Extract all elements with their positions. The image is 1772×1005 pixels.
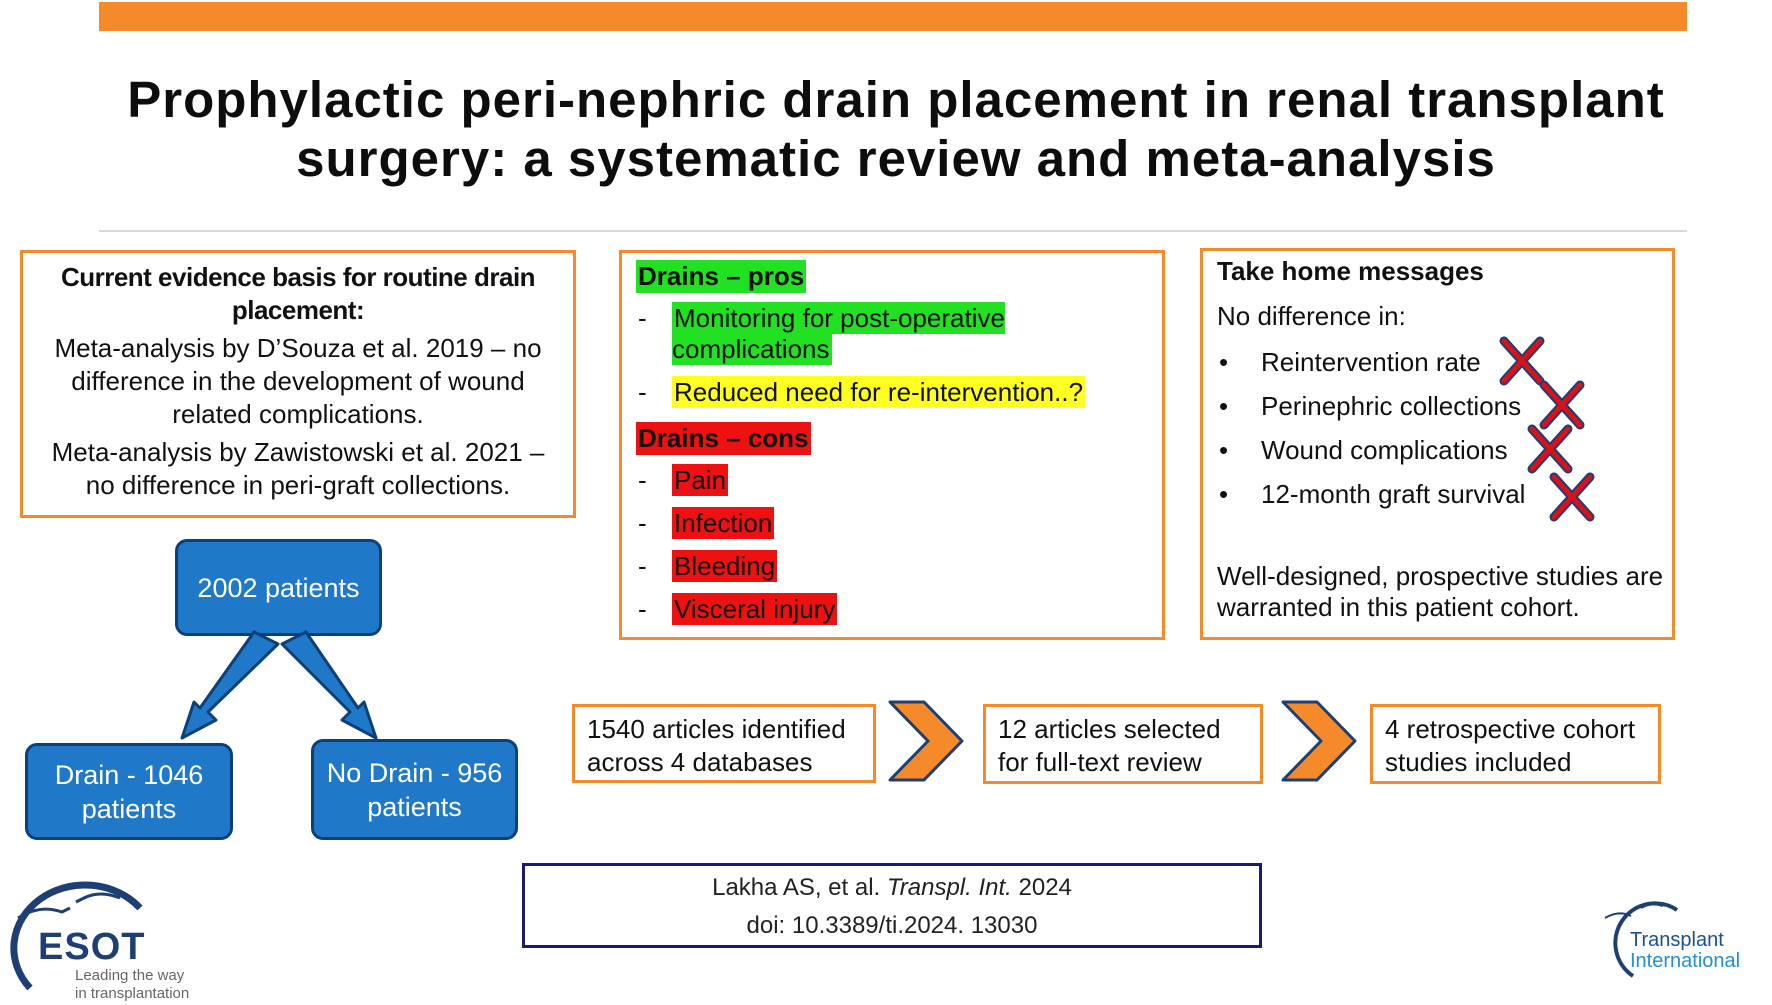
cross-icon [1539, 380, 1585, 430]
citation-journal: Transpl. Int. [886, 874, 1012, 901]
citation-year: 2024 [1018, 874, 1072, 901]
list-item: Reintervention rate [1217, 336, 1658, 386]
page-title: Prophylactic peri-nephric drain placemen… [60, 70, 1732, 188]
arrow-left-icon [180, 630, 280, 740]
cross-icon [1499, 336, 1545, 386]
flow-step-1-label: 1540 articles identified across 4 databa… [587, 714, 846, 777]
citation-doi: doi: 10.3389/ti.2024. 13030 [746, 912, 1038, 939]
list-item: Bleeding [636, 550, 1148, 582]
list-item: Monitoring for post-operative complicati… [636, 302, 1148, 365]
drain-patients-label: Drain - 1046 patients [54, 759, 204, 824]
flow-step-3-label: 4 retrospective cohort studies included [1385, 714, 1636, 777]
chevron-right-icon [888, 700, 964, 782]
transplant-international-wordmark: Transplant International [1630, 929, 1741, 972]
evidence-paragraph-1: Meta-analysis by D’Souza et al. 2019 – n… [54, 333, 542, 429]
list-item: Perinephric collections [1217, 380, 1658, 430]
citation-authors: Lakha AS, et al. [712, 874, 881, 901]
flow-step-2: 12 articles selected for full-text revie… [983, 704, 1263, 784]
list-item: Reduced need for re-intervention..? [636, 376, 1148, 408]
list-item: Pain [636, 464, 1148, 496]
evidence-box: Current evidence basis for routine drain… [20, 250, 576, 518]
evidence-heading: Current evidence basis for routine drain… [60, 262, 536, 325]
citation-box: Lakha AS, et al. Transpl. Int. 2024 doi:… [522, 863, 1262, 948]
list-item: Wound complications [1217, 424, 1658, 474]
transplant-international-logo-icon [1604, 901, 1679, 978]
chevron-right-icon [1281, 700, 1357, 782]
arrow-right-icon [280, 630, 378, 740]
flow-step-2-label: 12 articles selected for full-text revie… [998, 714, 1221, 777]
total-patients-box: 2002 patients [175, 539, 382, 636]
citation-line-1: Lakha AS, et al. Transpl. Int. 2024 [525, 869, 1259, 907]
cons-list: Pain Infection Bleeding Visceral injury [636, 464, 1148, 625]
title-line-2: surgery: a systematic review and meta-an… [296, 130, 1496, 187]
list-item: 12-month graft survival [1217, 472, 1658, 522]
list-item: Infection [636, 507, 1148, 539]
cons-heading: Drains – cons [636, 422, 811, 455]
take-home-heading: Take home messages [1217, 256, 1484, 286]
list-item: Visceral injury [636, 593, 1148, 625]
cross-icon [1549, 472, 1595, 522]
evidence-paragraph-2: Meta-analysis by Zawistowski et al. 2021… [51, 437, 545, 500]
esot-logo-icon [10, 881, 143, 991]
esot-tagline: Leading the way in transplantation [75, 967, 190, 1002]
pros-list: Monitoring for post-operative complicati… [636, 302, 1148, 408]
split-arrows [180, 630, 378, 740]
esot-wordmark: ESOT [38, 926, 146, 968]
pros-heading: Drains – pros [636, 260, 807, 293]
cross-icon [1527, 424, 1573, 474]
title-line-1: Prophylactic peri-nephric drain placemen… [127, 71, 1665, 128]
flow-step-1: 1540 articles identified across 4 databa… [572, 704, 876, 783]
take-home-list: Reintervention rate Perinephric collecti… [1217, 336, 1658, 522]
no-drain-patients-box: No Drain - 956 patients [311, 739, 518, 840]
take-home-footer: Well-designed, prospective studies are w… [1217, 561, 1664, 622]
flow-step-3: 4 retrospective cohort studies included [1370, 704, 1661, 784]
drain-patients-box: Drain - 1046 patients [25, 743, 233, 840]
total-patients-label: 2002 patients [197, 572, 360, 603]
no-drain-patients-label: No Drain - 956 patients [326, 757, 503, 822]
title-divider [99, 230, 1687, 232]
take-home-box: Take home messages No difference in: Rei… [1200, 248, 1675, 640]
top-accent-bar [99, 2, 1687, 31]
pros-cons-box: Drains – pros Monitoring for post-operat… [619, 250, 1165, 640]
take-home-subheading: No difference in: [1217, 301, 1406, 331]
